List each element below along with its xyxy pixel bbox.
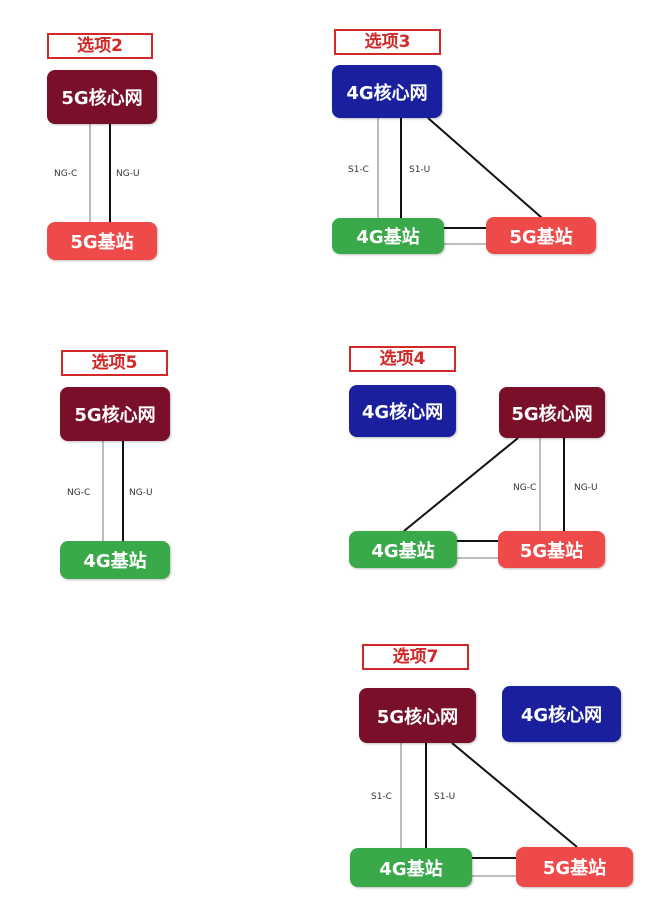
opt4-5g-core-node: 5G核心网 (499, 387, 605, 438)
opt7-5g-basestation-node: 5G基站 (516, 847, 633, 887)
opt2-ngc-label: NG-C (54, 169, 78, 179)
opt4-ngc-label: NG-C (513, 483, 537, 493)
opt4-4g-basestation-node: 4G基站 (349, 531, 457, 568)
option-2-label: 选项2 (47, 33, 153, 59)
opt4-ngu-label: NG-U (574, 483, 598, 493)
opt4-5g-basestation-node: 5G基站 (498, 531, 605, 568)
opt7-5g-core-node: 5G核心网 (359, 688, 476, 743)
opt5-5g-core-node: 5G核心网 (60, 387, 170, 441)
opt4-core-to-4g-line (403, 437, 519, 532)
opt3-s1c-label: S1-C (348, 165, 369, 175)
option-3-label: 选项3 (334, 29, 441, 55)
opt3-core-to-5g-line (427, 117, 543, 219)
opt7-4g-core-node: 4G核心网 (502, 686, 621, 742)
option-4-label: 选项4 (349, 346, 456, 372)
opt2-5g-core-node: 5G核心网 (47, 70, 157, 124)
opt5-4g-basestation-node: 4G基站 (60, 541, 170, 579)
opt7-4g-basestation-node: 4G基站 (350, 848, 472, 887)
opt5-ngu-label: NG-U (129, 488, 153, 498)
opt7-s1c-label: S1-C (371, 792, 392, 802)
opt3-s1u-label: S1-U (409, 165, 431, 175)
opt3-4g-basestation-node: 4G基站 (332, 218, 444, 254)
opt3-5g-basestation-node: 5G基站 (486, 217, 596, 254)
opt2-5g-basestation-node: 5G基站 (47, 222, 157, 260)
opt2-ngu-label: NG-U (116, 169, 140, 179)
opt4-4g-core-node: 4G核心网 (349, 385, 456, 437)
opt3-4g-core-node: 4G核心网 (332, 65, 442, 118)
opt7-s1u-label: S1-U (434, 792, 456, 802)
option-5-label: 选项5 (61, 350, 168, 376)
opt7-core-to-5g-line (451, 742, 578, 848)
option-7-label: 选项7 (362, 644, 469, 670)
opt5-ngc-label: NG-C (67, 488, 91, 498)
